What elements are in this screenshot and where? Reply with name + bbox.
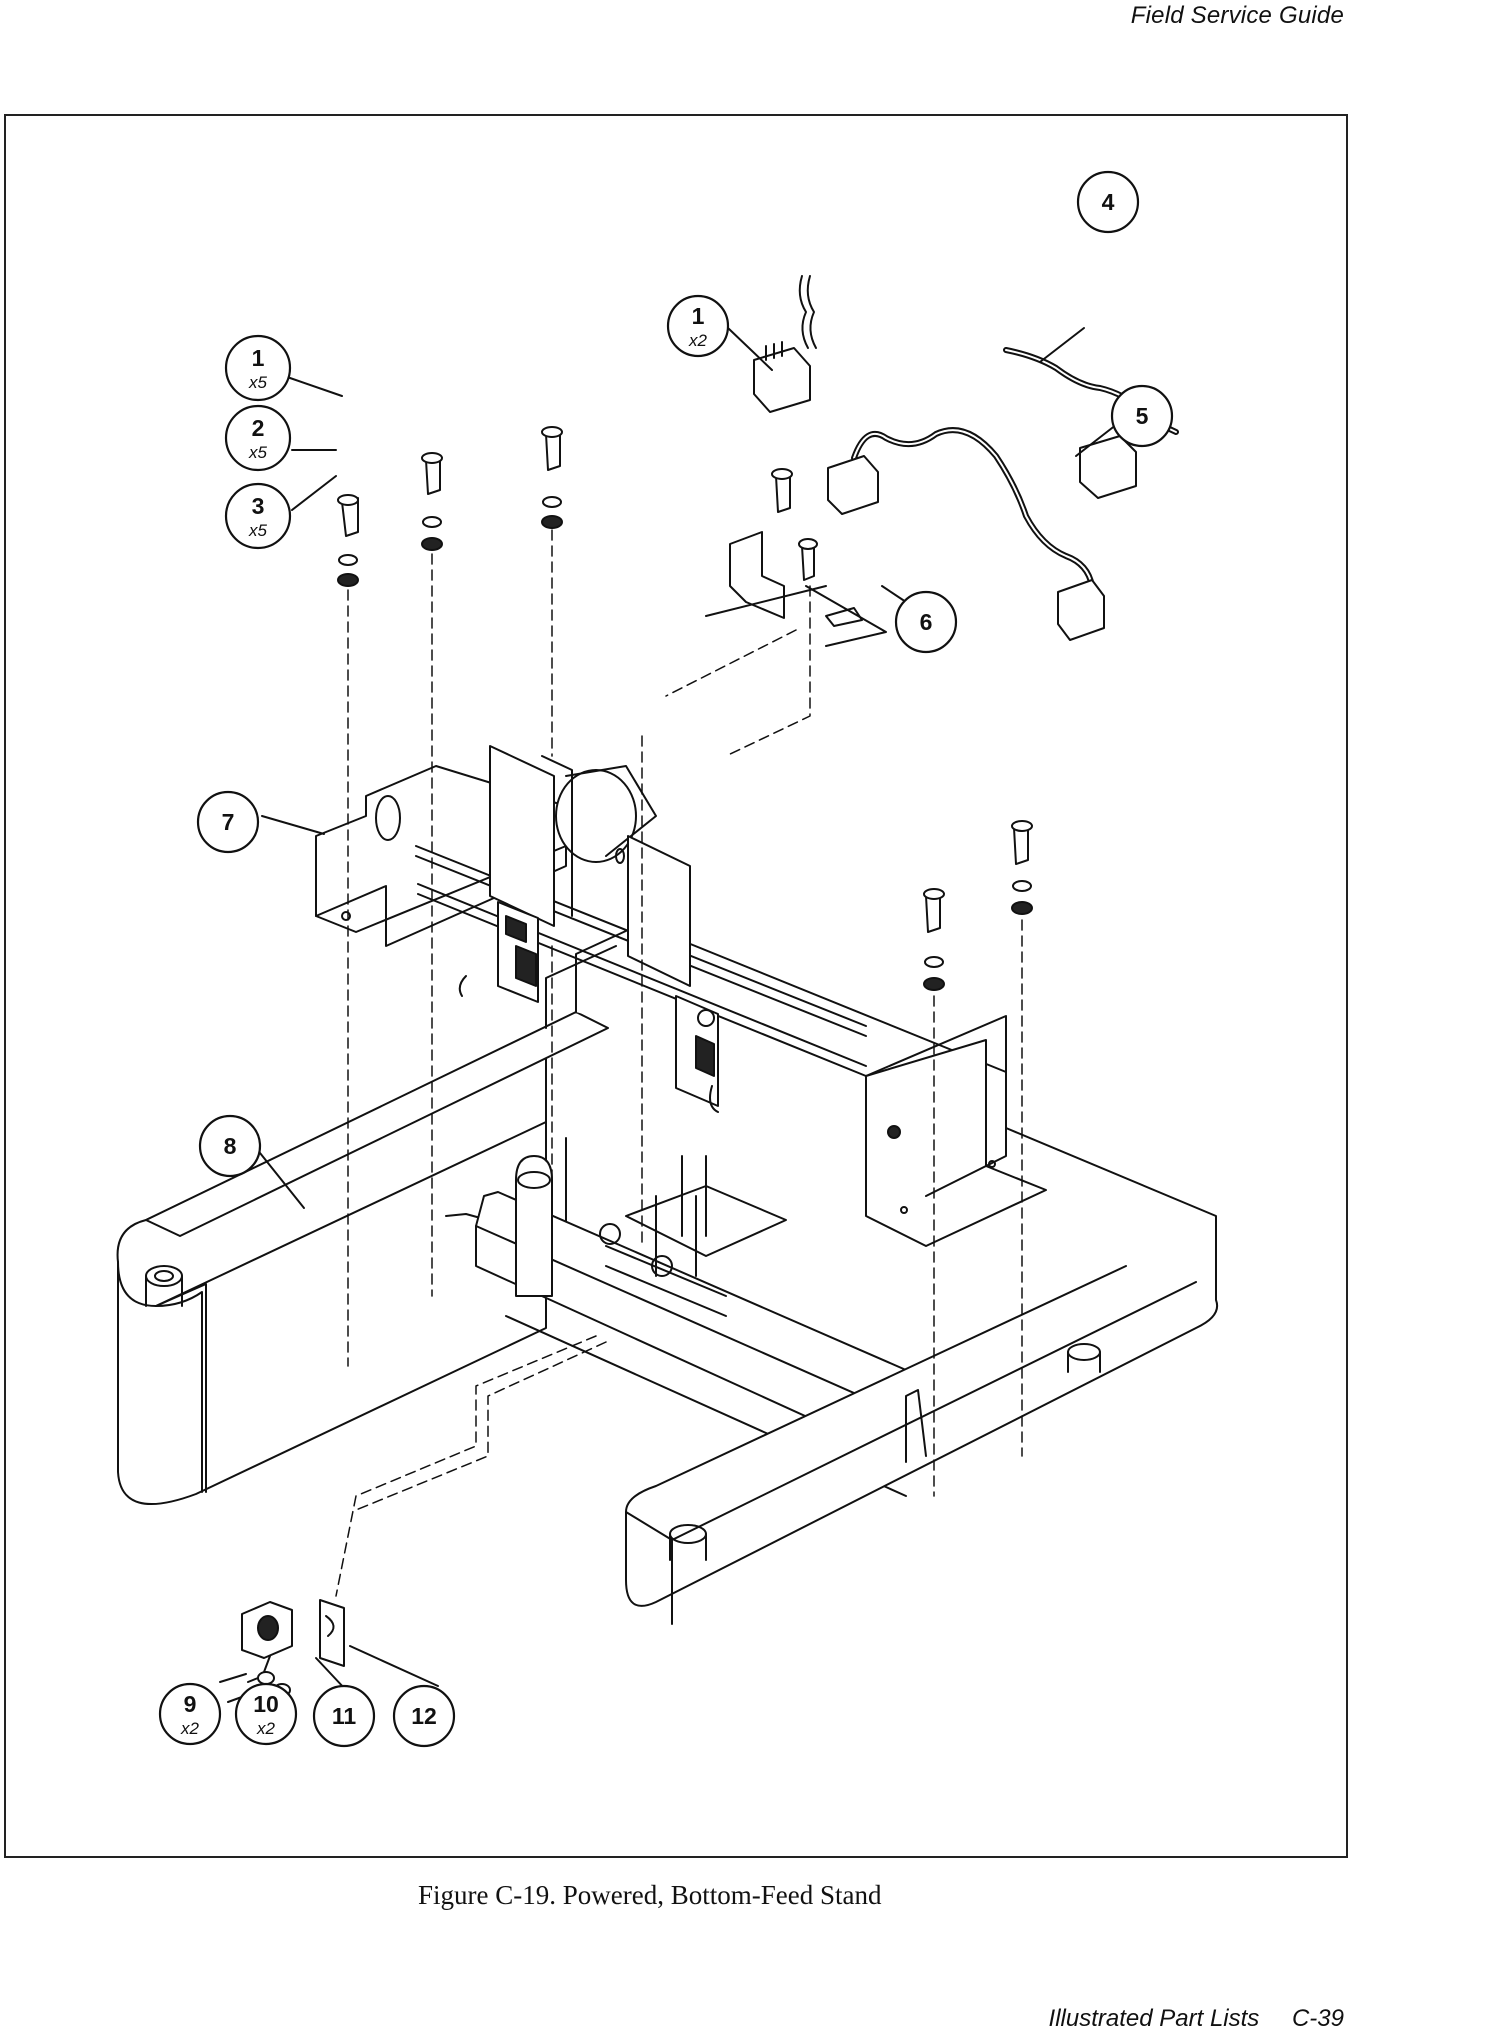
callout-10-x2: 10 x2 bbox=[234, 1682, 298, 1746]
callout-number: 1 bbox=[252, 345, 265, 371]
dashed-guide-lines bbox=[335, 529, 1023, 1597]
callout-number: 2 bbox=[252, 415, 265, 441]
callout-qty: x2 bbox=[180, 1719, 200, 1738]
callout-3-x5: 3 x5 bbox=[224, 482, 292, 550]
callout-number: 8 bbox=[224, 1133, 237, 1159]
callout-12: 12 bbox=[392, 1684, 456, 1748]
footer-section-title: Illustrated Part Lists bbox=[1048, 2005, 1260, 2032]
callout-4: 4 bbox=[1076, 170, 1140, 234]
callout-leader-lines bbox=[219, 327, 1131, 1691]
callout-2-x5: 2 x5 bbox=[224, 404, 292, 472]
small-parts-drawing bbox=[227, 1599, 345, 1703]
exploded-parts-diagram: 1 x5 2 x5 3 x5 1 x2 4 5 6 bbox=[116, 170, 1218, 1748]
cable-drawings bbox=[705, 275, 1179, 647]
callout-number: 5 bbox=[1136, 403, 1149, 429]
running-header: Field Service Guide bbox=[1130, 2, 1344, 29]
callout-qty: x5 bbox=[248, 443, 268, 462]
screw-washer-stacks bbox=[337, 426, 1033, 991]
callout-1-x5: 1 x5 bbox=[224, 334, 292, 402]
figure-frame: 1 x5 2 x5 3 x5 1 x2 4 5 6 bbox=[4, 114, 1348, 1858]
callout-9-x2: 9 x2 bbox=[158, 1682, 222, 1746]
callout-qty: x2 bbox=[256, 1719, 276, 1738]
callout-number: 6 bbox=[920, 609, 933, 635]
callout-11: 11 bbox=[312, 1684, 376, 1748]
callout-number: 7 bbox=[222, 809, 235, 835]
callout-7: 7 bbox=[196, 790, 260, 854]
callout-number: 10 bbox=[253, 1691, 279, 1717]
stand-base-drawing bbox=[116, 923, 1218, 1625]
footer-page-number: C-39 bbox=[1291, 2005, 1344, 2032]
callout-number: 1 bbox=[692, 303, 705, 329]
callout-number: 3 bbox=[252, 493, 265, 519]
callout-8: 8 bbox=[198, 1114, 262, 1178]
callout-6: 6 bbox=[894, 590, 958, 654]
bracket-assembly-drawing bbox=[315, 745, 1047, 1247]
callout-number: 4 bbox=[1102, 189, 1115, 215]
callout-5: 5 bbox=[1110, 384, 1174, 448]
callout-qty: x5 bbox=[248, 373, 268, 392]
callout-1-x2: 1 x2 bbox=[666, 294, 730, 358]
callout-number: 11 bbox=[332, 1703, 357, 1729]
callout-number: 9 bbox=[184, 1691, 197, 1717]
callout-qty: x2 bbox=[688, 331, 708, 350]
figure-caption: Figure C-19. Powered, Bottom-Feed Stand bbox=[418, 1880, 882, 1910]
running-footer: Illustrated Part Lists C-39 bbox=[1049, 2005, 1344, 2033]
callout-qty: x5 bbox=[248, 521, 268, 540]
callout-balloons: 1 x5 2 x5 3 x5 1 x2 4 5 6 bbox=[158, 170, 1174, 1748]
callout-number: 12 bbox=[411, 1703, 437, 1729]
